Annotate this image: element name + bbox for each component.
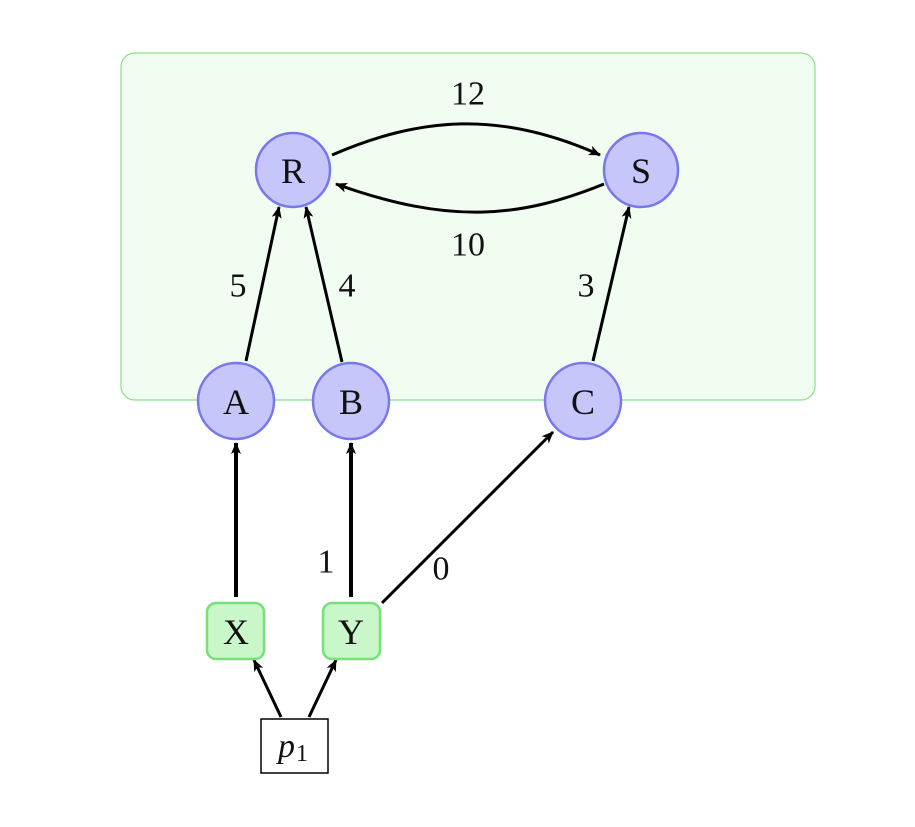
node-p1-subscript: 1 <box>296 741 308 767</box>
node-s-label: S <box>631 151 651 191</box>
node-y-box <box>321 601 382 661</box>
node-a: A <box>196 361 276 441</box>
node-a-circle <box>196 361 276 441</box>
node-x-label: X <box>223 612 249 652</box>
node-y-label: Y <box>338 612 364 652</box>
node-p1-base: p <box>276 728 295 765</box>
node-p1-label: p1 <box>276 728 308 767</box>
node-b-label: B <box>339 382 363 422</box>
node-c: C <box>543 361 623 441</box>
node-r: R <box>254 131 332 209</box>
node-r-circle <box>254 131 332 209</box>
edge-c-to-s <box>591 206 632 362</box>
edge-label-b-to-r: 4 <box>339 268 356 305</box>
node-b: B <box>311 361 391 441</box>
edge-p1-to-y <box>307 659 338 718</box>
node-c-circle <box>543 361 623 441</box>
node-a-label: A <box>223 382 249 422</box>
node-s: S <box>602 131 680 209</box>
edge-p1-to-x <box>252 659 283 718</box>
edge-label-a-to-r: 5 <box>230 268 247 305</box>
edge-a-to-r <box>244 206 282 362</box>
edge-y-to-c <box>380 430 555 605</box>
node-c-label: C <box>571 382 595 422</box>
node-s-circle <box>602 131 680 209</box>
node-x: X <box>205 601 266 661</box>
edge-label-s-to-r: 10 <box>451 227 485 264</box>
node-y: Y <box>321 601 382 661</box>
edge-r-to-s <box>331 122 601 157</box>
node-r-label: R <box>281 151 305 191</box>
edge-s-to-r <box>335 182 605 214</box>
edge-label-y-to-b: 1 <box>318 544 335 581</box>
edge-label-y-to-c: 0 <box>433 551 450 588</box>
edge-label-c-to-s: 3 <box>578 268 595 305</box>
node-x-box <box>205 601 266 661</box>
node-p1-box <box>260 718 329 774</box>
node-p1: p1 <box>260 718 329 774</box>
edge-b-to-r <box>303 206 344 363</box>
edge-label-r-to-s: 12 <box>451 76 485 113</box>
node-b-circle <box>311 361 391 441</box>
